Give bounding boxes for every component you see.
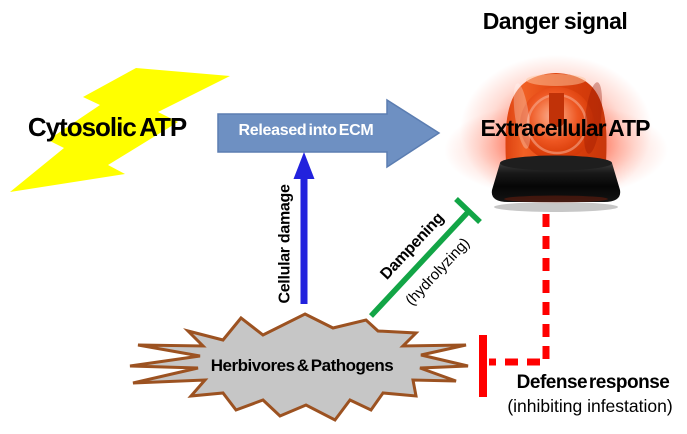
cellular-damage-text: Cellular damage bbox=[276, 184, 294, 304]
released-banner-arrow bbox=[217, 98, 441, 169]
lightning-bolt-icon bbox=[10, 68, 230, 192]
cytosolic-atp-label: Cytosolic ATP bbox=[27, 112, 187, 142]
siren-shadow bbox=[494, 202, 618, 212]
inhibiting-infestation-label: (inhibiting infestation) bbox=[507, 396, 673, 416]
siren-icon bbox=[444, 55, 668, 212]
starburst-icon bbox=[129, 312, 469, 422]
dampening-inhibit-tbar bbox=[454, 197, 482, 224]
siren-top-highlight bbox=[526, 74, 586, 86]
siren-base-top bbox=[500, 155, 612, 171]
siren-base bbox=[491, 163, 621, 202]
cellular-damage-arrow-head bbox=[293, 152, 315, 179]
starburst-shape bbox=[129, 312, 469, 422]
released-into-ecm-label: Released into ECM bbox=[238, 122, 374, 139]
dampening-inhibit-line bbox=[368, 209, 472, 318]
extracellular-atp-label: Extracellular ATP bbox=[480, 115, 651, 141]
defense-response-label: Defense response bbox=[516, 372, 670, 393]
herbivores-pathogens-label: Herbivores & Pathogens bbox=[210, 356, 394, 375]
siren-glass bbox=[505, 73, 607, 161]
siren-right-shade bbox=[583, 82, 603, 154]
danger-signal-label: Danger signal bbox=[482, 8, 628, 34]
siren-left-highlight bbox=[513, 83, 531, 149]
siren-bulb-stem bbox=[549, 93, 564, 127]
siren-base-reflection bbox=[504, 195, 608, 203]
lightning-bolt-shape bbox=[10, 68, 230, 192]
defense-inhibit-line bbox=[489, 214, 550, 366]
